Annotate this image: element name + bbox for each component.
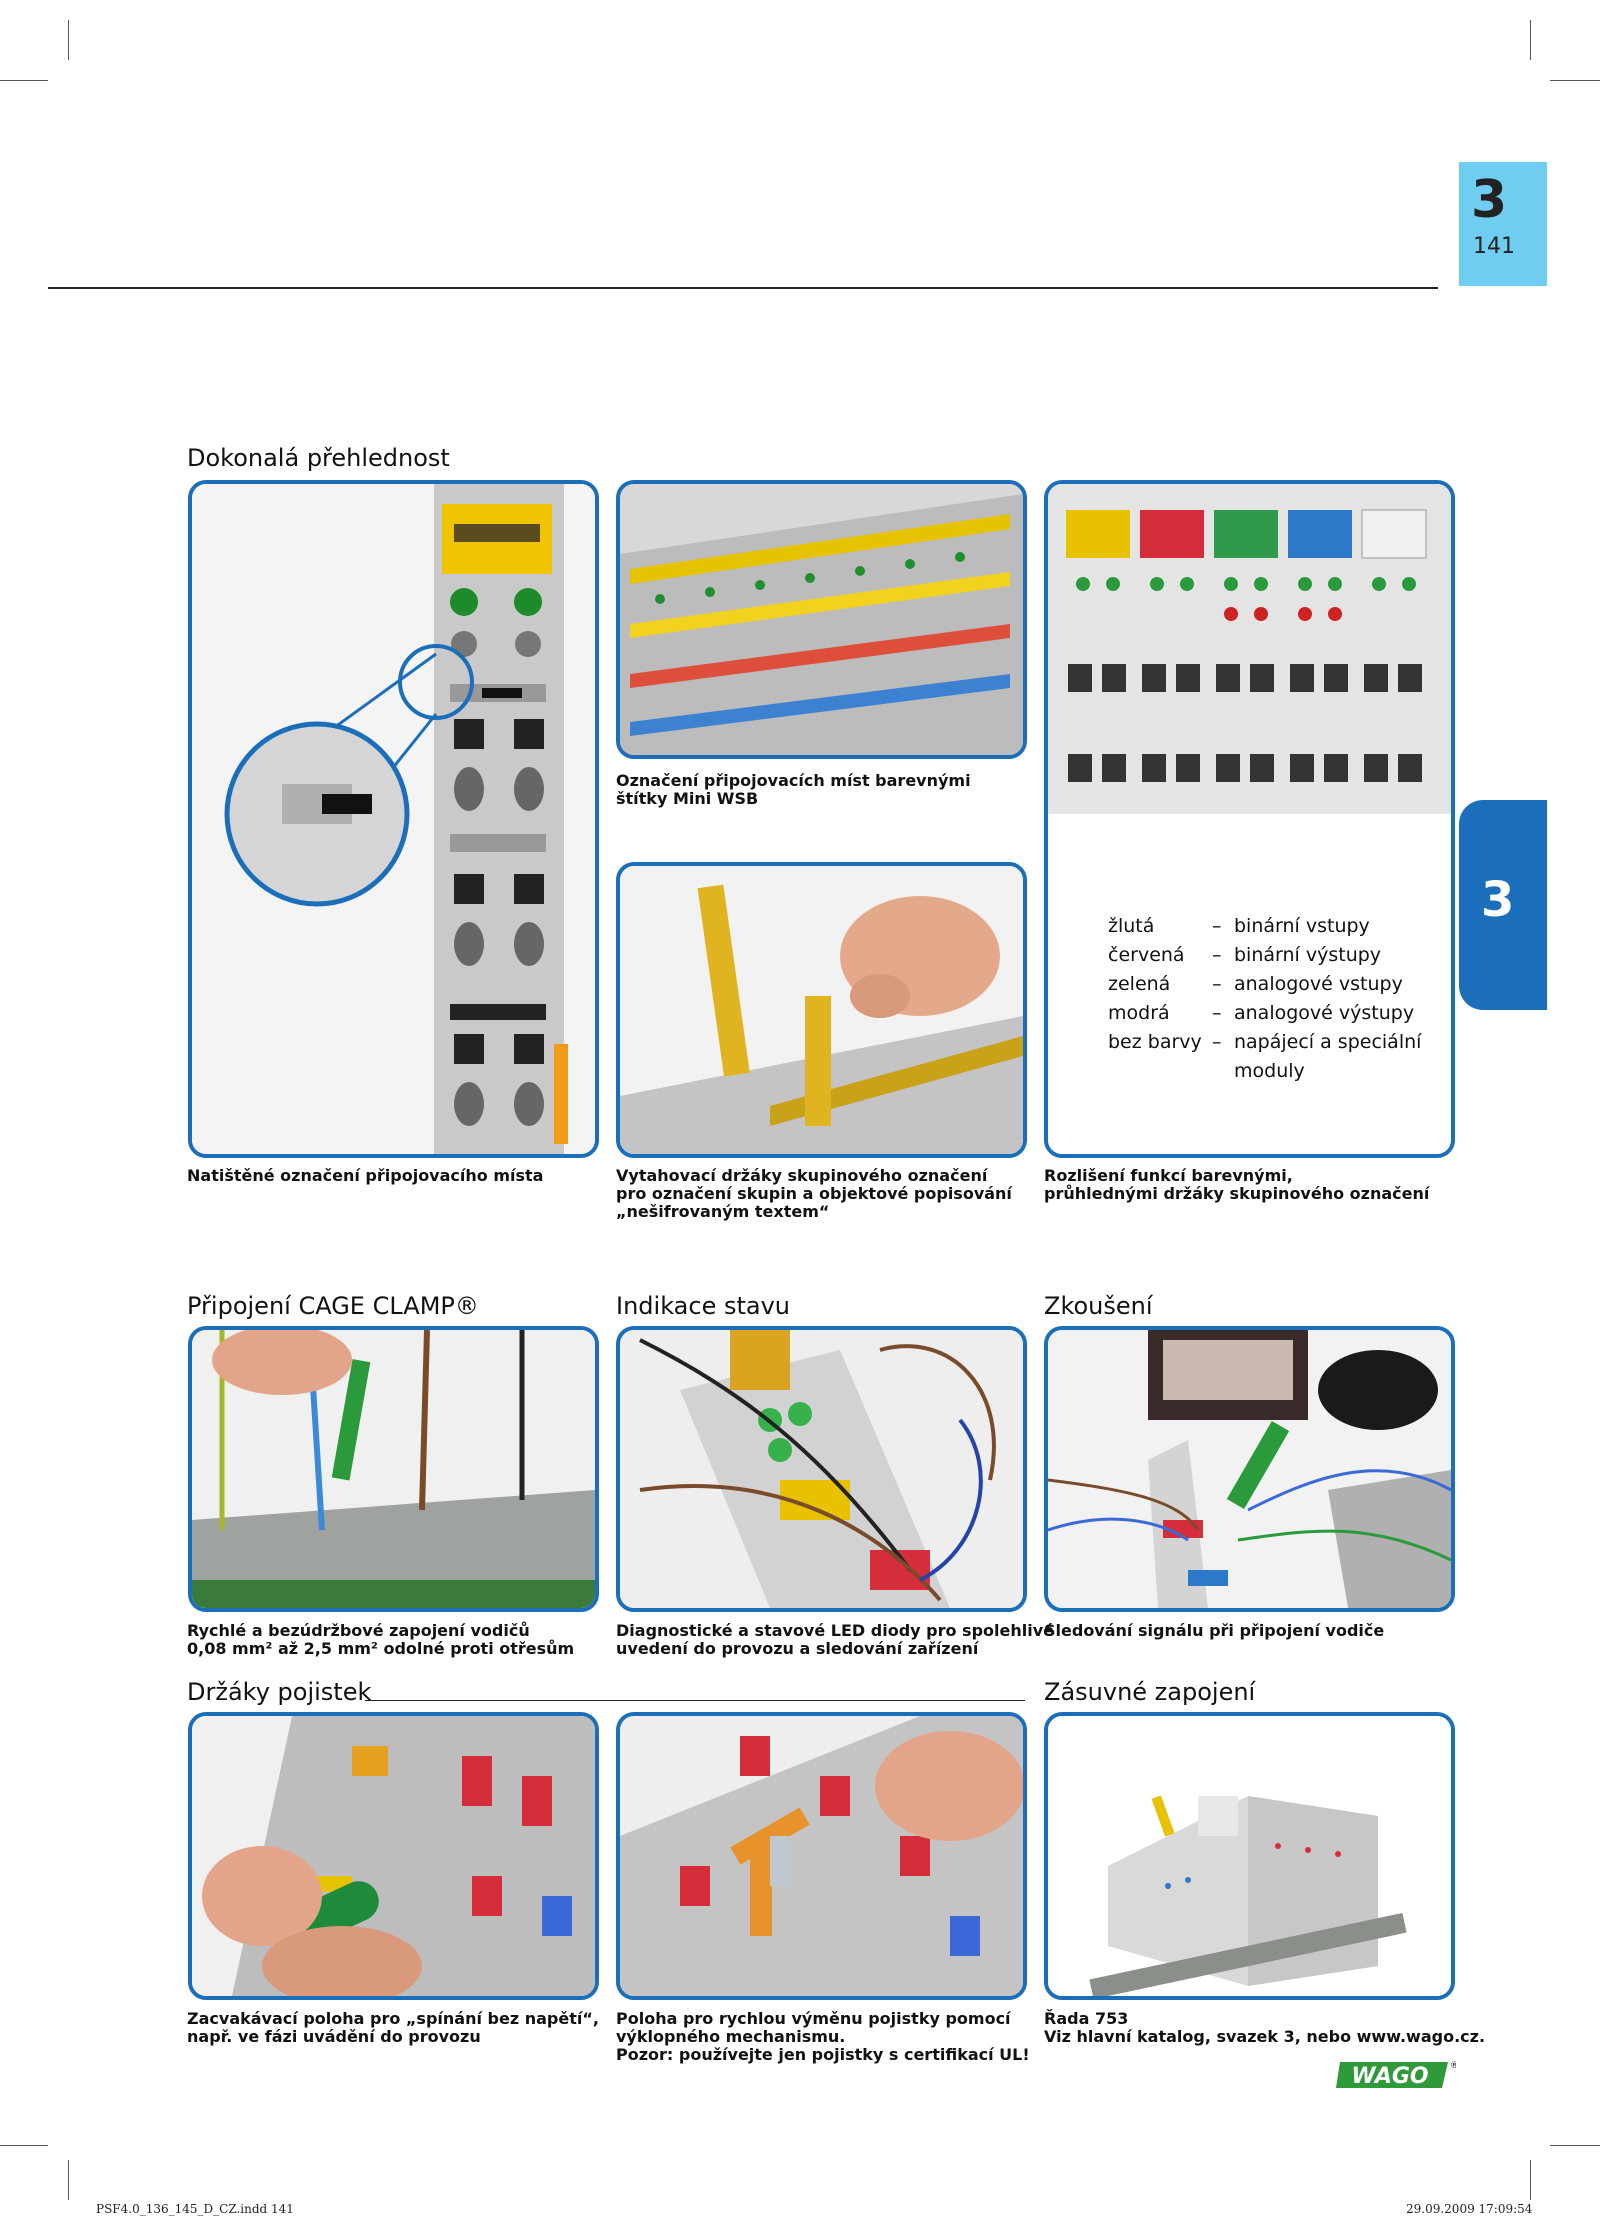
photo-printed-marking: [188, 480, 599, 1158]
crop-mark: [0, 80, 48, 81]
crop-mark: [1550, 80, 1600, 81]
svg-text:®: ®: [1450, 2061, 1456, 2071]
header-rule: [48, 287, 1438, 289]
section-heading-fuse-holders: Držáky pojistek: [187, 1678, 372, 1706]
crop-mark: [0, 2145, 48, 2146]
crop-mark: [68, 20, 69, 60]
legend-row: žlutá–binární vstupy: [1108, 915, 1370, 937]
photo-cage-clamp: [188, 1326, 599, 1612]
caption-printed-marking: Natištěné označení připojovacího místa: [187, 1166, 544, 1185]
caption-fuse-switch: Zacvakávací poloha pro „spínání bez napě…: [187, 2009, 599, 2046]
caption-testing: Sledování signálu při připojení vodiče: [1044, 1621, 1385, 1640]
section-heading-status: Indikace stavu: [616, 1292, 790, 1320]
caption-color-function: Rozlišení funkcí barevnými, průhlednými …: [1044, 1166, 1430, 1203]
legend-row: moduly: [1234, 1060, 1305, 1082]
photo-fuse-change: [616, 1712, 1027, 2000]
page-number: 141: [1473, 234, 1515, 259]
caption-fuse-change: Poloha pro rychlou výměnu pojistky pomoc…: [616, 2009, 1030, 2064]
wago-logo: WAGO ®: [1336, 2058, 1456, 2092]
footer-file-name: PSF4.0_136_145_D_CZ.indd 141: [96, 2202, 294, 2216]
legend-row: bez barvy–napájecí a speciální: [1108, 1031, 1422, 1053]
caption-status-led: Diagnostické a stavové LED diody pro spo…: [616, 1621, 1054, 1658]
side-chapter-tab: 3: [1459, 800, 1547, 1010]
legend-row: červená–binární výstupy: [1108, 944, 1382, 966]
chapter-tab: 3 141: [1459, 162, 1547, 286]
photo-testing: [1044, 1326, 1455, 1612]
legend-row: zelená–analogové vstupy: [1108, 973, 1403, 995]
photo-fuse-switch: [188, 1712, 599, 2000]
section-heading-cage-clamp: Připojení CAGE CLAMP®: [187, 1292, 479, 1320]
section-heading-overview: Dokonalá přehlednost: [187, 444, 450, 472]
caption-cage-clamp: Rychlé a bezúdržbové zapojení vodičů 0,0…: [187, 1621, 575, 1658]
crop-mark: [1530, 2160, 1531, 2200]
svg-text:WAGO: WAGO: [1351, 2064, 1428, 2089]
photo-status-led: [616, 1326, 1027, 1612]
side-tab-number: 3: [1481, 872, 1515, 928]
chapter-number: 3: [1471, 170, 1508, 230]
section-heading-plug: Zásuvné zapojení: [1044, 1678, 1256, 1706]
crop-mark: [1550, 2145, 1600, 2146]
color-legend: žlutá–binární vstupy červená–binární výs…: [1108, 912, 1421, 1086]
footer-timestamp: 29.09.2009 17:09:54: [1406, 2202, 1533, 2216]
caption-series: Řada 753 Viz hlavní katalog, svazek 3, n…: [1044, 2009, 1486, 2046]
legend-row: modrá–analogové výstupy: [1108, 1002, 1415, 1024]
section-heading-testing: Zkoušení: [1044, 1292, 1153, 1320]
photo-series-753: [1044, 1712, 1455, 2000]
photo-group-marker: [616, 862, 1027, 1158]
caption-group-marker: Vytahovací držáky skupinového označení p…: [616, 1166, 1012, 1221]
photo-mini-wsb: [616, 480, 1027, 759]
heading-rule: [365, 1700, 1025, 1701]
photo-color-modules: [1044, 480, 1455, 1158]
crop-mark: [68, 2160, 69, 2200]
crop-mark: [1530, 20, 1531, 60]
caption-mini-wsb: Označení připojovacích míst barevnými št…: [616, 771, 971, 808]
